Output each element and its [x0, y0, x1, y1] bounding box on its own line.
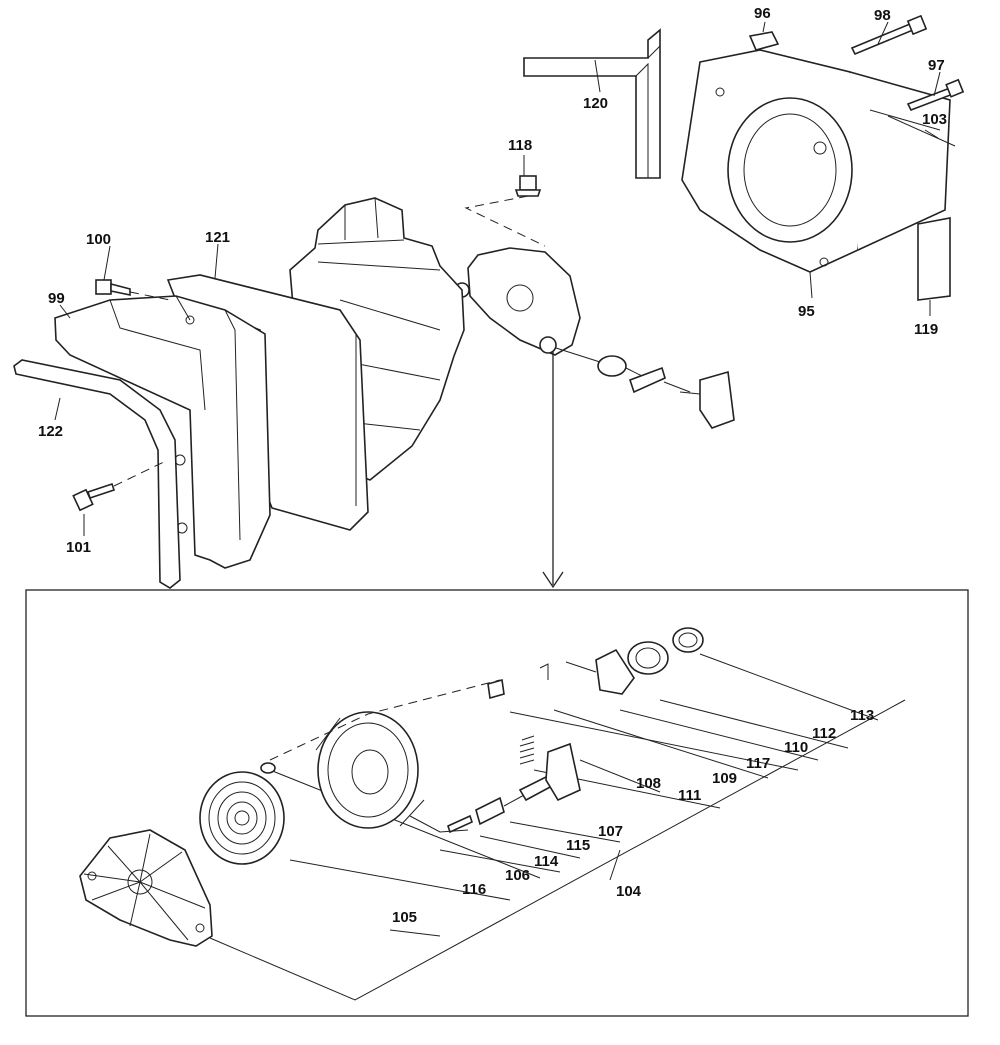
- part-98-bolt: [850, 14, 928, 56]
- part-116-ring: [260, 762, 276, 774]
- part-labels: 96 98 97 103 120 118 95 119 100 121 99 1…: [38, 5, 947, 926]
- label-116: 116: [462, 881, 486, 898]
- label-115: 115: [566, 837, 590, 854]
- part-120-bracket: [523, 28, 661, 179]
- part-110-pawl: [539, 648, 635, 695]
- part-101-bolt: [72, 482, 116, 512]
- label-100: 100: [86, 231, 111, 248]
- label-106: 106: [505, 867, 530, 884]
- label-122: 122: [38, 423, 63, 440]
- part-100-bolt: [95, 279, 131, 296]
- part-122-trim-strip: [13, 359, 181, 589]
- part-96-cap: [748, 31, 780, 51]
- part-97-bolt: [906, 78, 965, 112]
- upper-leader-lines: [54, 21, 941, 536]
- label-110: 110: [784, 739, 808, 756]
- detail-box: [25, 589, 969, 1017]
- label-112: 112: [812, 725, 836, 742]
- part-119-plate: [917, 217, 951, 301]
- part-106-pulley: [315, 711, 425, 829]
- label-109: 109: [712, 770, 737, 787]
- label-96: 96: [754, 5, 771, 22]
- label-105: 105: [392, 909, 417, 926]
- detail-leader-lines: [269, 653, 879, 937]
- label-114: 114: [534, 853, 559, 870]
- detail-starter-cover: [79, 829, 213, 947]
- detail-rope-handle: [447, 742, 581, 834]
- recoil-starter-cover: [454, 247, 581, 356]
- label-103: 103: [922, 111, 947, 128]
- detail-arrow: [542, 352, 564, 589]
- part-112-washer: [627, 641, 669, 675]
- label-113: 113: [850, 707, 874, 724]
- part-108-spring: [519, 735, 535, 765]
- label-95: 95: [798, 303, 815, 320]
- part-95-fan-housing: [681, 49, 951, 273]
- label-108: 108: [636, 775, 661, 792]
- part-113-ring: [672, 627, 704, 653]
- part-117-clip: [487, 678, 505, 700]
- label-117: 117: [746, 755, 770, 772]
- label-98: 98: [874, 7, 891, 24]
- label-104: 104: [616, 883, 642, 900]
- part-118-screw: [514, 175, 542, 197]
- label-107: 107: [598, 823, 623, 840]
- label-118: 118: [508, 137, 532, 154]
- label-111: 111: [678, 787, 701, 804]
- part-103-rod: [887, 115, 956, 147]
- part-105-recoil-spring: [199, 771, 285, 865]
- starter-rope-handle: [555, 347, 735, 429]
- label-119: 119: [914, 321, 938, 338]
- label-121: 121: [205, 229, 230, 246]
- label-97: 97: [928, 57, 945, 74]
- label-101: 101: [66, 539, 91, 556]
- label-120: 120: [583, 95, 608, 112]
- label-99: 99: [48, 290, 65, 307]
